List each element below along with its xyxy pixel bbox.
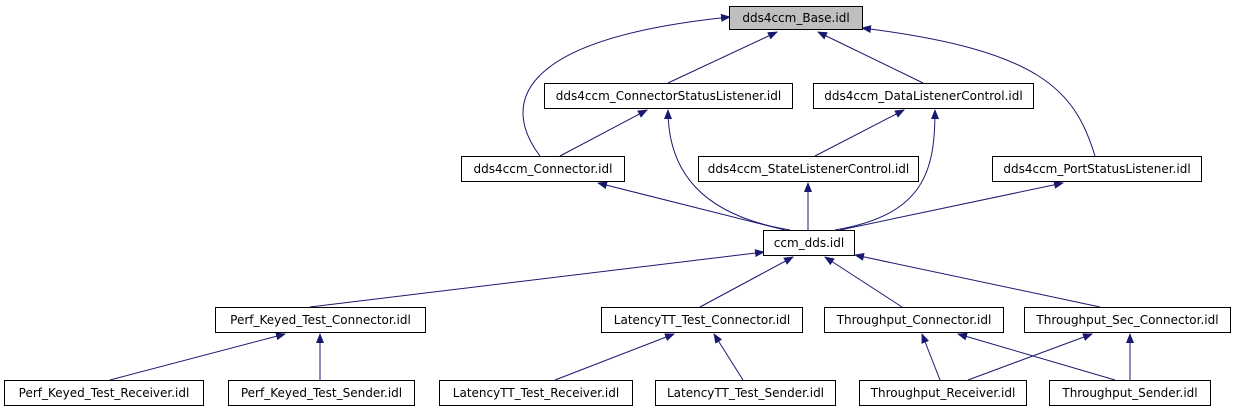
node-throughput-connector[interactable]: Throughput_Connector.idl: [824, 307, 1004, 333]
edge-pktr-to-pktc: [109, 332, 286, 381]
edge-thr-to-thsc: [967, 333, 1093, 381]
node-latencytt-test-receiver[interactable]: LatencyTT_Test_Receiver.idl: [439, 380, 633, 406]
node-throughput-sender[interactable]: Throughput_Sender.idl: [1049, 380, 1211, 406]
node-latencytt-test-connector[interactable]: LatencyTT_Test_Connector.idl: [601, 307, 803, 333]
node-dds4ccm-base[interactable]: dds4ccm_Base.idl: [729, 6, 863, 30]
edge-ltts-to-lttc: [713, 333, 744, 381]
node-dds4ccm-state-listener-control[interactable]: dds4ccm_StateListenerControl.idl: [698, 156, 919, 182]
edge-ccm-to-dlc: [834, 109, 939, 231]
node-ccm-dds[interactable]: ccm_dds.idl: [763, 230, 855, 256]
edge-ths-to-thc: [957, 332, 1116, 381]
node-dds4ccm-connector-status-listener[interactable]: dds4ccm_ConnectorStatusListener.idl: [544, 83, 793, 109]
node-dds4ccm-data-listener-control[interactable]: dds4ccm_DataListenerControl.idl: [813, 83, 1034, 109]
edge-thsc-to-ccm: [854, 252, 1101, 308]
edge-lttc-to-ccm: [699, 256, 794, 308]
node-latencytt-test-sender[interactable]: LatencyTT_Test_Sender.idl: [655, 380, 836, 406]
edge-dlc-to-base: [817, 31, 924, 84]
edge-thr-to-thc: [921, 333, 941, 381]
edge-psl-to-base: [861, 25, 1096, 157]
edge-slc-to-dlc: [814, 109, 905, 157]
edge-conn-to-base: [522, 13, 731, 157]
node-throughput-receiver[interactable]: Throughput_Receiver.idl: [859, 380, 1027, 406]
edge-csl-to-base: [667, 31, 778, 84]
node-perf-keyed-test-receiver[interactable]: Perf_Keyed_Test_Receiver.idl: [4, 380, 204, 406]
node-throughput-sec-connector[interactable]: Throughput_Sec_Connector.idl: [1024, 307, 1231, 333]
edge-ccm-to-psl: [839, 180, 1064, 231]
node-perf-keyed-test-connector[interactable]: Perf_Keyed_Test_Connector.idl: [215, 307, 426, 333]
node-dds4ccm-connector[interactable]: dds4ccm_Connector.idl: [461, 156, 625, 182]
node-perf-keyed-test-sender[interactable]: Perf_Keyed_Test_Sender.idl: [228, 380, 415, 406]
edge-ccm-to-conn: [597, 181, 786, 231]
node-dds4ccm-port-status-listener[interactable]: dds4ccm_PortStatusListener.idl: [992, 156, 1202, 182]
edge-lttr-to-lttc: [554, 333, 675, 381]
edge-pktc-to-ccm: [309, 249, 765, 308]
edge-thc-to-ccm: [824, 256, 903, 308]
edge-conn-to-csl: [559, 109, 648, 157]
